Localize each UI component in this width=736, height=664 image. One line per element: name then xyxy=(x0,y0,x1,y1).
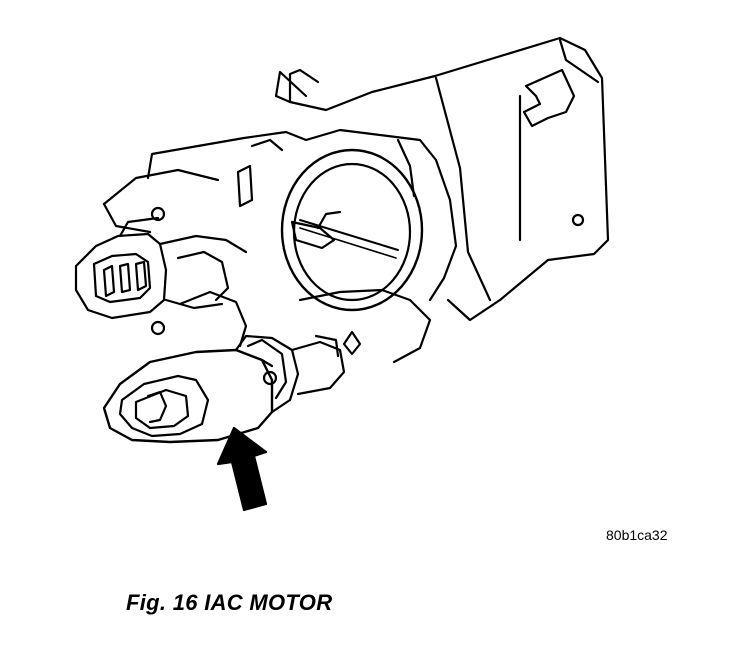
figure-caption: Fig. 16 IAC MOTOR xyxy=(126,590,333,615)
throttle-bore xyxy=(280,148,424,312)
tps-connector xyxy=(74,216,248,320)
throttle-body-housing xyxy=(102,128,458,364)
figure-code: 80b1ca32 xyxy=(606,527,668,543)
pointer-arrow xyxy=(216,426,268,512)
iac-motor xyxy=(102,334,346,444)
mounting-bracket xyxy=(274,36,610,322)
